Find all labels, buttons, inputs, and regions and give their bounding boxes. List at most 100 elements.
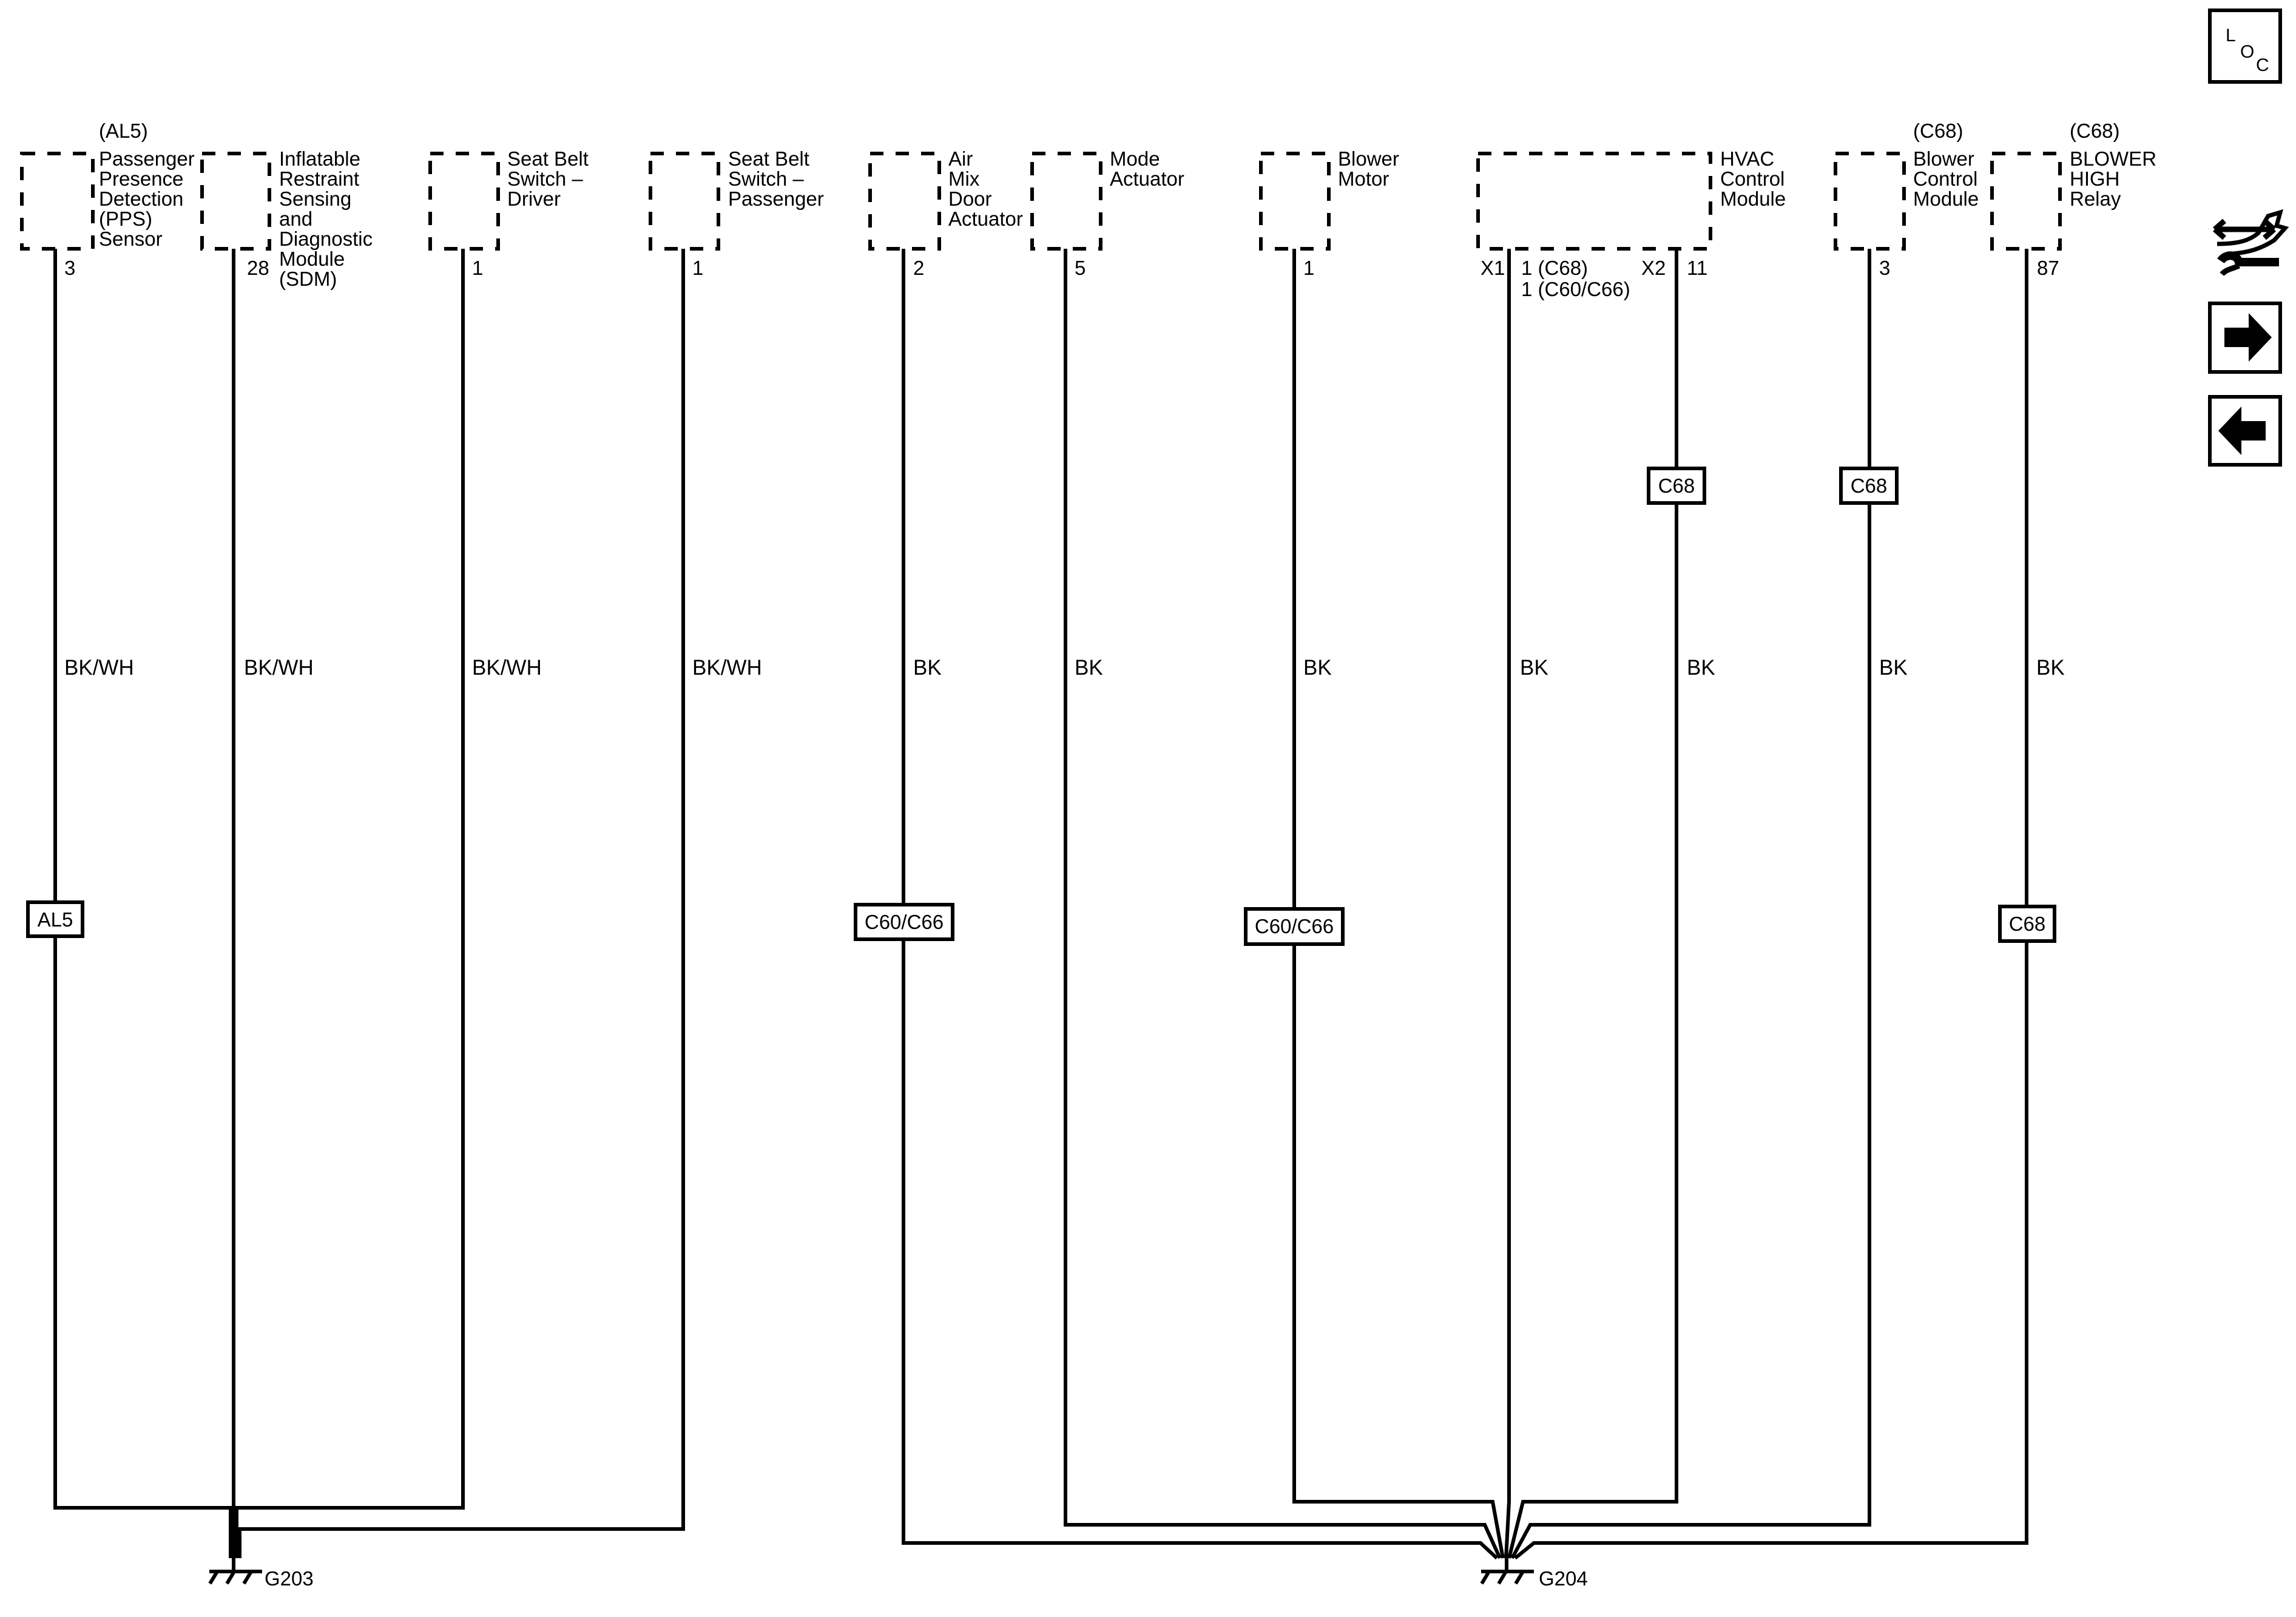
sdm-label-line: Inflatable bbox=[279, 147, 360, 170]
amda-option-text-boxed: C60/C66 bbox=[865, 911, 944, 933]
mode-label-line: Mode bbox=[1110, 147, 1160, 170]
sbsp-label-line: Seat Belt bbox=[728, 147, 809, 170]
sbsp-label-line: Switch – bbox=[728, 167, 804, 190]
bhr-option-text: (C68) bbox=[2070, 120, 2120, 142]
sdm-label-line: Module bbox=[279, 248, 345, 270]
sdm-label: Inflatable Restraint Sensing and Diagnos… bbox=[279, 147, 373, 290]
blower-motor-label: Blower Motor bbox=[1338, 147, 1399, 190]
blower-wire-color: BK bbox=[1303, 656, 1332, 680]
pps-label-line: Sensor bbox=[99, 228, 163, 250]
sdm-box bbox=[200, 152, 271, 251]
bcm-wire-color: BK bbox=[1879, 656, 1908, 680]
bcm-option-box: C68 bbox=[1839, 467, 1899, 505]
pps-wire-color: BK/WH bbox=[64, 656, 134, 680]
hvac-label-line: HVAC bbox=[1720, 147, 1774, 170]
amda-wire-color: BK bbox=[913, 656, 942, 680]
mode-actuator-label: Mode Actuator bbox=[1110, 147, 1184, 190]
sbsp-ground-wire bbox=[238, 249, 685, 1558]
pps-label-line: Passenger bbox=[99, 147, 195, 170]
sdm-label-line: Diagnostic bbox=[279, 228, 373, 250]
blower-option-box: C60/C66 bbox=[1244, 907, 1345, 946]
blower-control-module-box bbox=[1834, 152, 1906, 251]
bhr-label-line: HIGH bbox=[2070, 167, 2120, 190]
hvac-x1-pin-c60-c66: 1 (C60/C66) bbox=[1521, 278, 1630, 300]
air-mix-door-actuator-box bbox=[868, 152, 941, 251]
loc-icon[interactable]: L O C bbox=[2208, 8, 2282, 84]
hvac-x2-ground-wire bbox=[1507, 249, 1678, 1559]
amda-label-line: Air bbox=[948, 147, 973, 170]
pps-option-text: (AL5) bbox=[99, 120, 148, 142]
bhr-option-box: C68 bbox=[1998, 905, 2056, 943]
sbsd-label-line: Seat Belt bbox=[507, 147, 589, 170]
blower-high-relay-label: (C68) BLOWER HIGH Relay bbox=[2070, 120, 2156, 210]
g204-ground-symbol: G204 bbox=[1480, 1567, 1588, 1590]
pps-option-box: AL5 bbox=[26, 900, 84, 938]
bcm-ground-wire bbox=[1510, 249, 1871, 1559]
blower-pin-number: 1 bbox=[1303, 257, 1314, 279]
sbsp-label-line: Passenger bbox=[728, 187, 824, 210]
hvac-x1-wire-color: BK bbox=[1520, 656, 1548, 680]
blower-option-text-boxed: C60/C66 bbox=[1255, 915, 1334, 937]
bhr-label-line: Relay bbox=[2070, 187, 2121, 210]
hvac-x1-pin-c68: 1 (C68) bbox=[1521, 257, 1588, 279]
loc-letter-o: O bbox=[2240, 42, 2254, 62]
blower-control-module-label: (C68) Blower Control Module bbox=[1913, 120, 1979, 210]
sbsd-wire-color: BK/WH bbox=[472, 656, 542, 680]
mode-actuator-box bbox=[1030, 152, 1102, 251]
sbsd-label-line: Switch – bbox=[507, 167, 583, 190]
air-mix-door-actuator-label: Air Mix Door Actuator bbox=[948, 147, 1023, 230]
pps-label-line: (PPS) bbox=[99, 208, 152, 230]
pps-sensor-box bbox=[20, 152, 95, 251]
pps-label-line: Presence bbox=[99, 167, 183, 190]
pps-ground-wire bbox=[53, 249, 232, 1558]
pps-option-text-boxed: AL5 bbox=[38, 908, 73, 931]
hvac-x2-option-text-boxed: C68 bbox=[1658, 474, 1695, 497]
hvac-x2-pin-number: 11 bbox=[1687, 257, 1707, 279]
amda-pin-number: 2 bbox=[913, 257, 924, 279]
blower-label-line: Blower bbox=[1338, 147, 1399, 170]
pps-pin-number: 3 bbox=[64, 257, 75, 279]
sbsp-pin-number: 1 bbox=[692, 257, 703, 279]
bcm-label-line: Blower bbox=[1913, 147, 1974, 170]
bcm-option-text-boxed: C68 bbox=[1851, 474, 1888, 497]
sdm-label-line: and bbox=[279, 208, 312, 230]
hvac-control-module-box bbox=[1476, 152, 1712, 251]
bhr-option-text-boxed: C68 bbox=[2009, 913, 2046, 935]
bhr-label-line: BLOWER bbox=[2070, 147, 2156, 170]
blower-label-line: Motor bbox=[1338, 167, 1389, 190]
g203-label: G203 bbox=[265, 1567, 314, 1590]
blower-ground-wire bbox=[1292, 249, 1505, 1559]
hvac-x1-connector-id: X1 bbox=[1481, 257, 1505, 279]
connector-repair-icon[interactable] bbox=[2213, 209, 2289, 277]
amda-ground-wire bbox=[902, 249, 1499, 1560]
next-page-arrow-icon[interactable] bbox=[2208, 302, 2282, 374]
seat-belt-switch-driver-box bbox=[428, 152, 500, 251]
previous-page-arrow-icon[interactable] bbox=[2208, 395, 2282, 467]
loc-letter-l: L bbox=[2226, 25, 2236, 46]
bhr-pin-number: 87 bbox=[2037, 257, 2059, 279]
sdm-wire-color: BK/WH bbox=[244, 656, 314, 680]
hvac-label-line: Module bbox=[1720, 187, 1786, 210]
amda-label-line: Mix bbox=[948, 167, 980, 190]
hvac-x1-ground-wire bbox=[1504, 249, 1511, 1559]
blower-high-relay-box bbox=[1990, 152, 2062, 251]
pps-label-line: Detection bbox=[99, 187, 183, 210]
sdm-label-line: Sensing bbox=[279, 187, 351, 210]
pps-sensor-label: (AL5) Passenger Presence Detection (PPS)… bbox=[99, 120, 195, 250]
hvac-control-module-label: HVAC Control Module bbox=[1720, 147, 1786, 210]
sdm-label-line: Restraint bbox=[279, 167, 359, 190]
sdm-pin-number: 28 bbox=[247, 257, 269, 279]
blower-motor-box bbox=[1259, 152, 1331, 251]
amda-label-line: Actuator bbox=[948, 208, 1023, 230]
hvac-x2-wire-color: BK bbox=[1687, 656, 1715, 680]
amda-label-line: Door bbox=[948, 187, 992, 210]
bcm-label-line: Control bbox=[1913, 167, 1977, 190]
sbsd-ground-wire bbox=[235, 249, 465, 1558]
bcm-option-text: (C68) bbox=[1913, 120, 1963, 142]
sbsp-wire-color: BK/WH bbox=[692, 656, 762, 680]
seat-belt-switch-driver-label: Seat Belt Switch – Driver bbox=[507, 147, 589, 210]
bhr-ground-wire bbox=[1514, 249, 2028, 1560]
mode-label-line: Actuator bbox=[1110, 167, 1184, 190]
mode-ground-wire bbox=[1064, 249, 1502, 1559]
